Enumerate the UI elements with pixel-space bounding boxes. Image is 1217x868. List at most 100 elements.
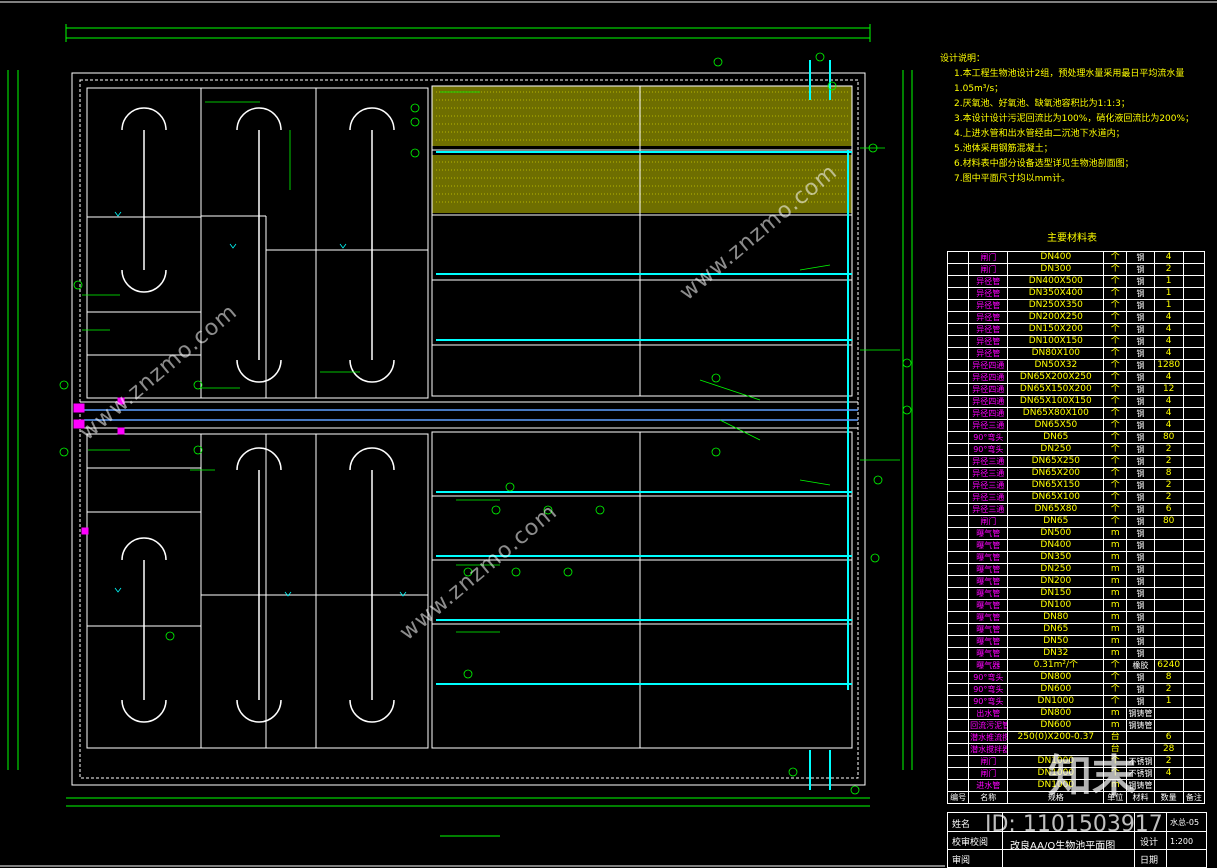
table-cell: DN150 (1007, 587, 1105, 600)
table-cell (1182, 395, 1206, 408)
table-cell: 钢 (1126, 611, 1155, 624)
table-cell: 钢 (1126, 323, 1155, 336)
table-cell: 异径三通 (968, 419, 1009, 432)
table-cell (1182, 263, 1206, 276)
table-cell: m (1103, 635, 1128, 648)
table-cell: DN200X250 (1007, 311, 1105, 324)
table-header-cell: 名称 (968, 791, 1009, 804)
drawing-number: 水总-05 (1170, 818, 1200, 827)
table-cell: 异径三通 (968, 479, 1009, 492)
table-cell (1182, 491, 1206, 504)
table-cell: 回流污泥管 (968, 719, 1009, 732)
table-cell: DN150X200 (1007, 323, 1105, 336)
table-cell: 个 (1103, 287, 1128, 300)
table-cell: 90°弯头 (968, 671, 1009, 684)
table-cell: DN250 (1007, 443, 1105, 456)
table-cell (1153, 635, 1184, 648)
table-cell: 钢 (1126, 527, 1155, 540)
table-cell: 1 (1153, 287, 1184, 300)
table-cell (1153, 719, 1184, 732)
table-cell (946, 503, 970, 516)
table-cell: 异径管 (968, 323, 1009, 336)
note-item: 2.厌氧池、好氧池、缺氧池容积比为1:1:3； (954, 99, 1130, 109)
table-cell: DN65X50 (1007, 419, 1105, 432)
table-cell: 异径管 (968, 347, 1009, 360)
table-cell: 闸门 (968, 251, 1009, 264)
design-notes: 设计说明： 1.本工程生物池设计2组，预处理水量采用最日平均流水量1.05m³/… (940, 52, 1210, 187)
table-cell (1182, 695, 1206, 708)
table-cell: 钢 (1126, 695, 1155, 708)
tb-design-label: 设计 (1140, 838, 1159, 848)
table-cell: 个 (1103, 455, 1128, 468)
table-cell: 2 (1153, 683, 1184, 696)
note-item: 7.图中平面尺寸均以mm计。 (954, 174, 1071, 184)
table-cell (1153, 623, 1184, 636)
table-cell: 曝气管 (968, 527, 1009, 540)
table-cell: 个 (1103, 371, 1128, 384)
table-cell (1182, 275, 1206, 288)
table-cell (1153, 611, 1184, 624)
table-cell: 曝气管 (968, 623, 1009, 636)
table-cell: 钢 (1126, 623, 1155, 636)
table-cell (1182, 671, 1206, 684)
table-cell: DN250 (1007, 563, 1105, 576)
table-cell: 个 (1103, 251, 1128, 264)
table-cell (1182, 563, 1206, 576)
table-cell: 1 (1153, 275, 1184, 288)
table-header-cell: 规格 (1007, 791, 1105, 804)
table-cell: 钢铸管 (1126, 719, 1155, 732)
table-cell (1153, 647, 1184, 660)
table-cell: 个 (1103, 479, 1128, 492)
table-cell: DN250X350 (1007, 299, 1105, 312)
table-cell: 异径四通 (968, 407, 1009, 420)
table-cell: m (1103, 623, 1128, 636)
table-cell: 钢 (1126, 335, 1155, 348)
table-cell (946, 407, 970, 420)
table-cell: 闸门 (968, 515, 1009, 528)
table-cell (1153, 575, 1184, 588)
table-cell (1153, 563, 1184, 576)
table-cell: 90°弯头 (968, 443, 1009, 456)
table-cell: 进水管 (968, 779, 1009, 792)
table-cell: DN100 (1007, 599, 1105, 612)
table-cell (946, 659, 970, 672)
table-cell: 钢 (1126, 407, 1155, 420)
table-cell (1182, 251, 1206, 264)
table-cell: m (1103, 551, 1128, 564)
table-cell (946, 575, 970, 588)
note-item: 5.池体采用钢筋混凝土； (954, 144, 1053, 154)
table-cell (946, 371, 970, 384)
table-cell: DN400X500 (1007, 275, 1105, 288)
table-cell (1182, 467, 1206, 480)
table-cell (946, 599, 970, 612)
table-cell (946, 539, 970, 552)
table-cell: DN1000 (1007, 695, 1105, 708)
table-cell: 个 (1103, 443, 1128, 456)
table-cell: 钢 (1126, 371, 1155, 384)
table-cell: 曝气管 (968, 551, 1009, 564)
table-cell: 曝气管 (968, 599, 1009, 612)
note-item: 6.材料表中部分设备选型详见生物池剖面图； (954, 159, 1134, 169)
table-cell: 个 (1103, 275, 1128, 288)
table-cell: 异径四通 (968, 395, 1009, 408)
table-cell: 个 (1103, 299, 1128, 312)
drawing-scale: 1:200 (1170, 837, 1194, 846)
table-cell (1182, 611, 1206, 624)
table-cell: 4 (1153, 407, 1184, 420)
table-cell (1153, 599, 1184, 612)
table-cell: 2 (1153, 455, 1184, 468)
table-cell (1182, 431, 1206, 444)
table-cell (1182, 419, 1206, 432)
table-cell: 曝气管 (968, 647, 1009, 660)
